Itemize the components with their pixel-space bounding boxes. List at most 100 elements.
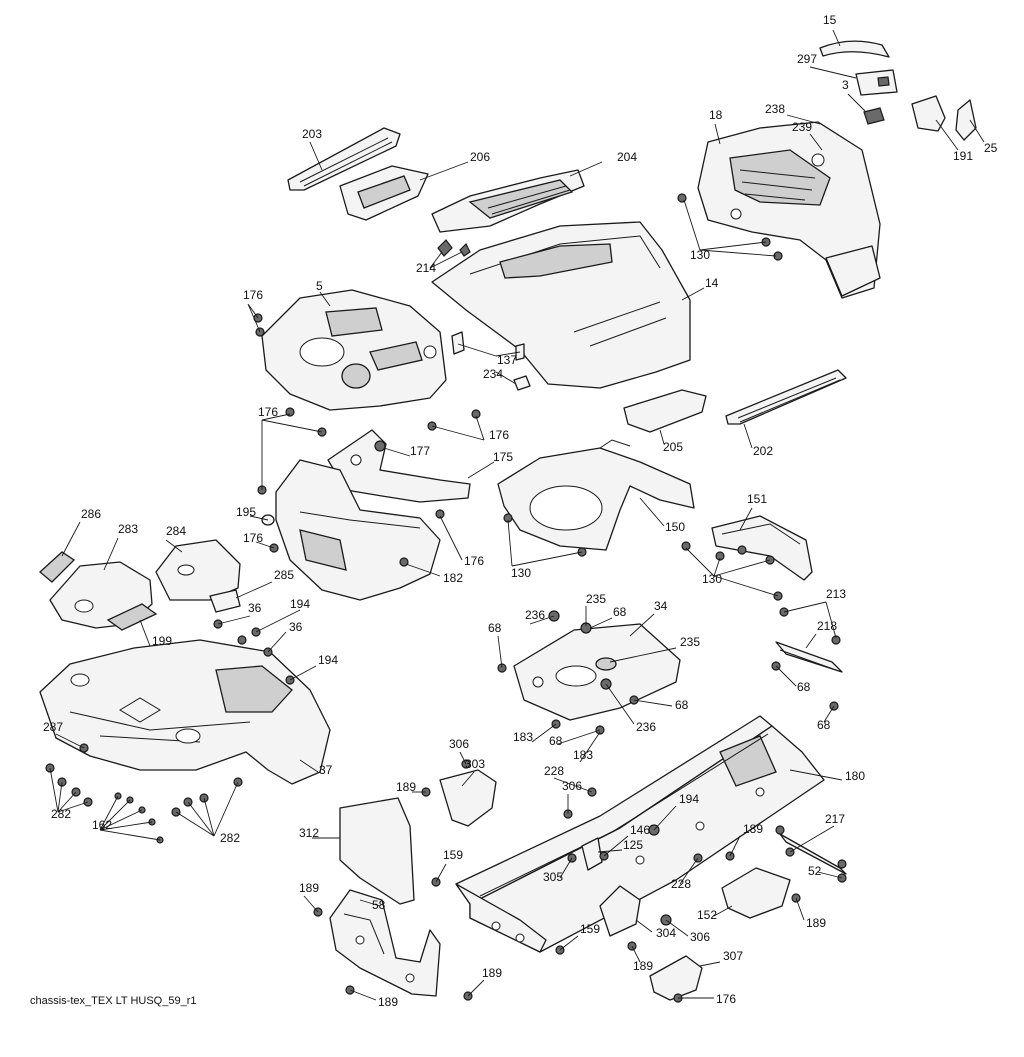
- part-180-frame: [455, 715, 825, 953]
- part-callout-286: 286: [81, 507, 101, 521]
- part-callout-146: 146: [630, 823, 650, 837]
- part-312-plate: [339, 797, 415, 905]
- part-137-234-pads: [451, 331, 531, 391]
- part-callout-287: 287: [43, 720, 63, 734]
- part-25-clip: [955, 99, 977, 141]
- part-callout-68: 68: [549, 734, 563, 748]
- part-callout-218: 218: [817, 619, 837, 633]
- part-callout-307: 307: [723, 949, 743, 963]
- part-callout-236: 236: [525, 608, 545, 622]
- part-callout-189: 189: [378, 995, 398, 1009]
- part-285-handle: [209, 589, 241, 613]
- part-callout-199: 199: [152, 634, 172, 648]
- part-204-vent-cover: [431, 169, 585, 233]
- part-callout-194: 194: [318, 653, 338, 667]
- part-callout-180: 180: [845, 769, 865, 783]
- part-callout-303: 303: [465, 757, 485, 771]
- part-callout-176: 176: [489, 428, 509, 442]
- part-callout-283: 283: [118, 522, 138, 536]
- part-callout-213: 213: [826, 587, 846, 601]
- part-callout-312: 312: [299, 826, 319, 840]
- part-218-bracket: [775, 641, 843, 673]
- part-callout-176: 176: [258, 405, 278, 419]
- part-callout-68: 68: [797, 680, 811, 694]
- part-callout-176: 176: [243, 531, 263, 545]
- part-callout-228: 228: [671, 877, 691, 891]
- part-callout-189: 189: [743, 822, 763, 836]
- part-callout-34: 34: [654, 599, 668, 613]
- part-callout-235: 235: [586, 592, 606, 606]
- part-199-label: [106, 603, 158, 631]
- part-182-console: [275, 459, 441, 601]
- part-14-hood: [431, 221, 691, 389]
- part-callout-150: 150: [665, 520, 685, 534]
- part-callout-68: 68: [613, 605, 627, 619]
- part-37-fender: [39, 639, 331, 785]
- part-callout-36: 36: [248, 601, 262, 615]
- part-286-badge: [39, 551, 76, 583]
- part-125-146-bracket: [581, 837, 603, 871]
- leader-lines: [49, 29, 985, 1001]
- part-203-strip: [287, 127, 401, 191]
- part-callout-15: 15: [823, 13, 837, 27]
- part-callout-217: 217: [825, 812, 845, 826]
- part-205-mat: [623, 389, 707, 433]
- part-191-lens: [911, 95, 946, 132]
- part-callout-236: 236: [636, 720, 656, 734]
- part-callout-5: 5: [316, 279, 323, 293]
- part-callout-189: 189: [806, 916, 826, 930]
- part-callout-14: 14: [705, 276, 719, 290]
- part-callout-58: 58: [372, 898, 386, 912]
- part-callout-306: 306: [690, 930, 710, 944]
- part-callout-68: 68: [817, 718, 831, 732]
- part-callout-183: 183: [513, 730, 533, 744]
- part-callout-194: 194: [290, 597, 310, 611]
- part-callout-152: 152: [697, 908, 717, 922]
- part-callout-130: 130: [690, 248, 710, 262]
- fasteners: [45, 193, 847, 1003]
- part-callout-285: 285: [274, 568, 294, 582]
- part-callout-195: 195: [236, 505, 256, 519]
- part-callout-189: 189: [396, 780, 416, 794]
- part-callout-37: 37: [319, 763, 333, 777]
- part-callout-306: 306: [449, 737, 469, 751]
- part-307-cover: [649, 955, 703, 1001]
- part-callout-68: 68: [675, 698, 689, 712]
- part-callout-202: 202: [753, 444, 773, 458]
- part-callout-151: 151: [747, 492, 767, 506]
- part-304-bracket: [599, 885, 641, 937]
- part-callout-238: 238: [765, 102, 785, 116]
- part-callout-204: 204: [617, 150, 637, 164]
- part-callout-194: 194: [679, 792, 699, 806]
- part-callout-282: 282: [220, 831, 240, 845]
- part-callout-159: 159: [443, 848, 463, 862]
- part-callout-182: 182: [443, 571, 463, 585]
- part-callout-191: 191: [953, 149, 973, 163]
- part-callout-137: 137: [497, 353, 517, 367]
- part-callout-235: 235: [680, 635, 700, 649]
- part-callout-189: 189: [482, 966, 502, 980]
- part-202-strip: [725, 369, 847, 425]
- part-callout-36: 36: [289, 620, 303, 634]
- part-303-bracket: [439, 769, 497, 827]
- part-callout-52: 52: [808, 864, 822, 878]
- part-callout-25: 25: [984, 141, 998, 155]
- part-284-cover: [155, 539, 241, 601]
- part-callout-18: 18: [709, 108, 723, 122]
- part-58-bracket: [329, 889, 441, 997]
- part-callout-203: 203: [302, 127, 322, 141]
- part-callout-234: 234: [483, 367, 503, 381]
- part-callout-205: 205: [663, 440, 683, 454]
- part-callout-189: 189: [633, 959, 653, 973]
- part-18-front-grille: [697, 121, 881, 299]
- part-callout-130: 130: [511, 566, 531, 580]
- part-callout-214: 214: [416, 261, 436, 275]
- part-callout-306: 306: [562, 779, 582, 793]
- part-callout-284: 284: [166, 524, 186, 538]
- part-callout-68: 68: [488, 621, 502, 635]
- part-callout-177: 177: [410, 444, 430, 458]
- part-callout-239: 239: [792, 120, 812, 134]
- part-151-bracket: [711, 515, 813, 581]
